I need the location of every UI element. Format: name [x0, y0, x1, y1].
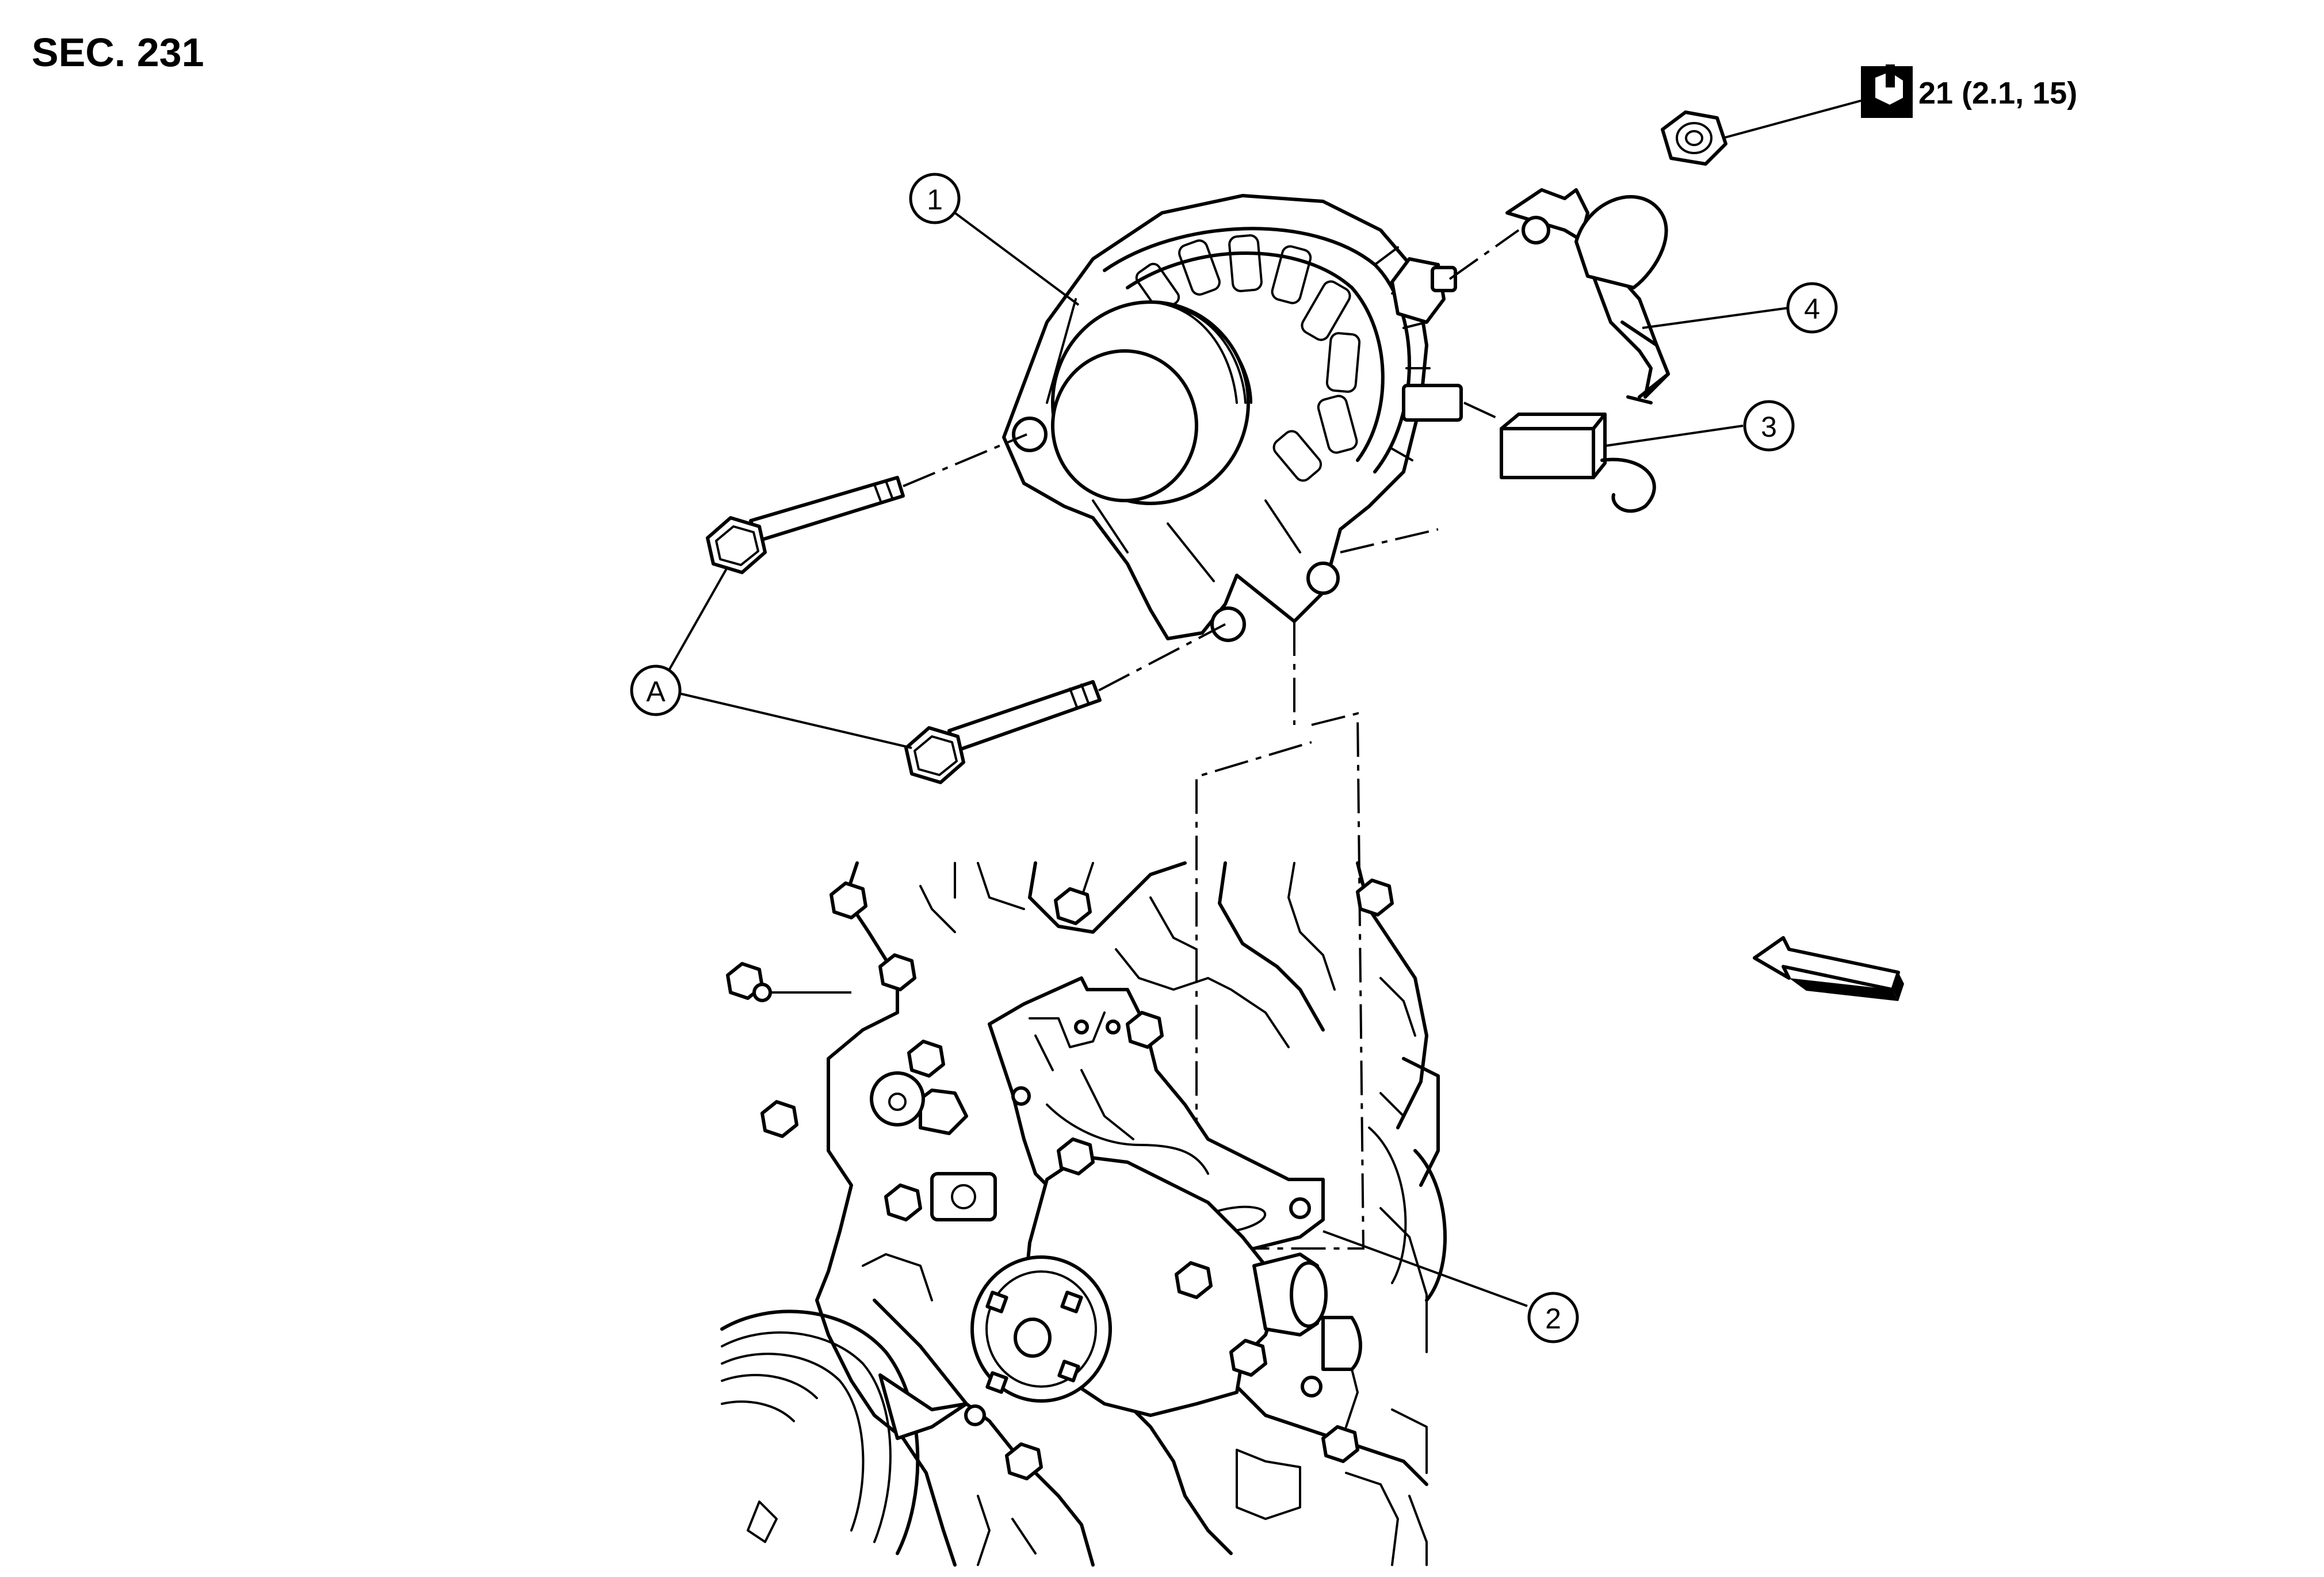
- alternator-pulley: [1051, 300, 1252, 505]
- water-pump: [970, 1155, 1362, 1417]
- upper-mounting-bolt: [706, 476, 905, 574]
- alternator-upper-mount-hole: [1012, 417, 1048, 452]
- alternator: [1002, 194, 1463, 642]
- callout-2-label: 2: [1545, 1303, 1561, 1335]
- callout-1: 1: [909, 173, 961, 224]
- terminal-nut: [1661, 110, 1727, 166]
- callout-2: 2: [1527, 1292, 1579, 1343]
- alternator-lower-mount-hole: [1210, 606, 1246, 642]
- harness-terminal-cover: [1505, 188, 1670, 404]
- harness-connector: [1500, 413, 1656, 513]
- front-direction-arrow-icon: [1753, 936, 1904, 1001]
- callout-3: 3: [1743, 400, 1795, 452]
- alternator-b-terminal-stud: [1390, 257, 1457, 324]
- callout-a-label: A: [646, 675, 666, 708]
- alignment-lines: [903, 229, 1520, 1250]
- alternator-cooling-slots: [1135, 234, 1361, 482]
- crankshaft-pulley: [720, 1309, 968, 1555]
- torque-specification: 21 (2.1, 15): [1918, 76, 2077, 110]
- lower-mounting-bolt: [904, 680, 1102, 784]
- alternator-connector-socket: [1402, 384, 1463, 422]
- callout-4-label: 4: [1804, 293, 1820, 325]
- torque-wrench-icon: [1861, 64, 1913, 118]
- callout-a: A: [630, 665, 682, 716]
- callout-3-label: 3: [1761, 411, 1777, 443]
- engine-fastener-bolts: [726, 879, 1394, 1480]
- callout-1-label: 1: [927, 184, 943, 216]
- section-label: SEC. 231: [32, 30, 204, 75]
- callout-4: 4: [1786, 282, 1838, 334]
- alternator-rear-mount-hole: [1306, 562, 1340, 595]
